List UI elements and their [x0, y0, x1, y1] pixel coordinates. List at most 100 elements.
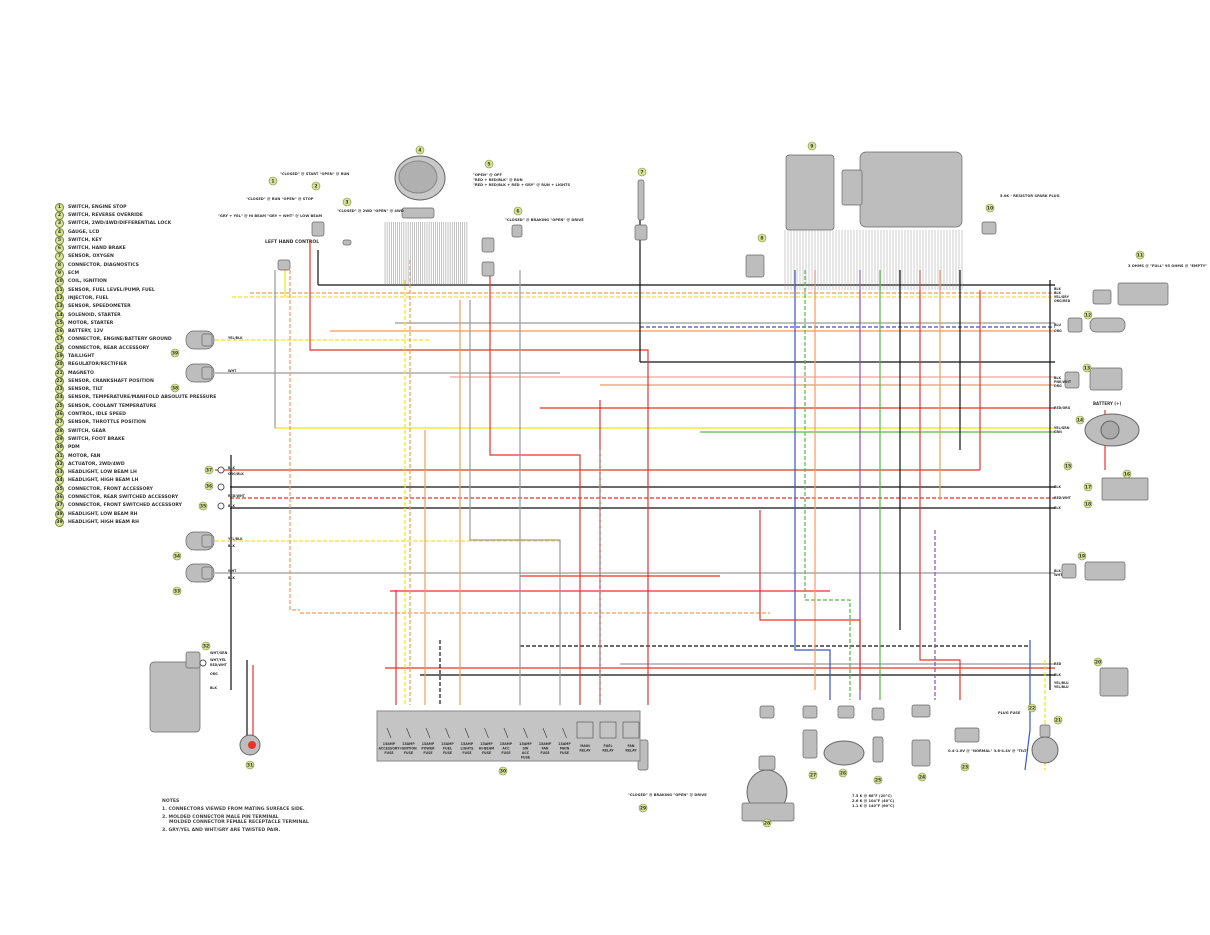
legend-label: CONNECTOR, ENGINE/BATTERY GROUND — [68, 337, 172, 343]
fuse-symbol — [562, 727, 567, 739]
fuse-label: 15AMP — [500, 742, 513, 746]
pdm-body — [376, 710, 641, 762]
handbrake-connector — [511, 224, 523, 238]
components — [149, 151, 1169, 822]
wire-label: BLK — [228, 504, 235, 508]
callout-circle — [484, 159, 494, 169]
callout-circle — [807, 141, 817, 151]
note-1: 1. CONNECTORS VIEWED FROM MATING SURFACE… — [162, 807, 305, 812]
legend-label: SENSOR, OXYGEN — [68, 254, 114, 260]
coolant-connector — [871, 707, 885, 721]
callout-circle — [198, 501, 208, 511]
callout-number: 9 — [810, 144, 813, 150]
relay-label: RELAY — [625, 749, 637, 753]
callout-number: 26 — [840, 771, 846, 777]
legend-number: 10 — [55, 277, 64, 287]
reverse-switch-connector — [311, 221, 325, 237]
legend-label: SENSOR, SPEEDOMETER — [68, 304, 131, 310]
isc-connector — [837, 705, 855, 719]
callout-circle — [172, 586, 182, 596]
callout-number: 31 — [247, 763, 253, 769]
wire-label: ORG — [1054, 329, 1062, 333]
relay-label: FUEL — [604, 744, 613, 748]
fuse-label: FUSE — [560, 751, 569, 755]
callout-number: 37 — [206, 468, 212, 474]
headlight-connector — [201, 333, 213, 347]
callout-number: 28 — [764, 821, 770, 827]
legend-label: CONNECTOR, DIAGNOSTICS — [68, 262, 139, 268]
pdm-fuse-box: 15AMPACCESSORYFUSE15AMPIGNITIONFUSE15AMP… — [376, 710, 641, 762]
callout-number: 14 — [1077, 418, 1083, 424]
actuator-top — [185, 651, 201, 669]
wire-label: BLK — [228, 466, 235, 470]
gear-connector — [759, 705, 775, 719]
callout-circle — [1077, 551, 1087, 561]
fuel-sensor-connector — [1092, 289, 1112, 305]
fuse-label: 15AMP — [519, 742, 532, 746]
wire-label: GRN — [1054, 430, 1062, 434]
callout-circle — [245, 760, 255, 770]
wire-label: BLU — [1054, 323, 1061, 327]
callout-circle — [172, 551, 182, 561]
wire-label: BLK — [228, 544, 235, 548]
relay-label: RELAY — [579, 749, 591, 753]
legend-label: CONNECTOR, REAR ACCESSORY — [68, 345, 150, 351]
accessory-connector-terminal — [199, 659, 207, 667]
oxygen-sensor-connector — [634, 224, 648, 241]
left-hand-control-label: LEFT HAND CONTROL — [265, 239, 319, 245]
wire-label: BLK — [1054, 376, 1061, 380]
wire-label: WHT — [228, 569, 237, 573]
legend-label: SENSOR, TILT — [68, 387, 103, 393]
accessory-connector-terminal — [217, 483, 225, 491]
fuse-symbol — [542, 727, 548, 739]
legend-label: CONTROL, IDLE SPEED — [68, 412, 126, 418]
relay-label: RELAY — [602, 749, 614, 753]
legend-label: SOLENOID, STARTER — [68, 312, 121, 318]
taillight — [1084, 561, 1126, 581]
wire-green — [804, 270, 851, 700]
fuse-label: 15AMP — [422, 742, 435, 746]
legend-label: SWITCH, 2WD/4WD/DIFFERENTIAL LOCK — [68, 221, 172, 227]
switch3-note: "CLOSED" @ 2WD "OPEN" @ 4WD — [337, 209, 404, 213]
idle-speed-control — [823, 740, 865, 766]
callout-circle — [1083, 310, 1093, 320]
legend-label: SENSOR, COOLANT TEMPERATURE — [68, 403, 157, 409]
callout-circle — [1063, 461, 1073, 471]
ecm — [859, 151, 963, 228]
tmap-sensor — [911, 739, 931, 767]
callout-number: 10 — [987, 206, 993, 212]
legend-label: TAILLIGHT — [68, 353, 95, 359]
legend-label: SENSOR, FUEL LEVEL/PUMP, FUEL — [68, 287, 155, 293]
fuse-label: ACCESSORY — [378, 747, 400, 751]
wire-label: ORG — [1054, 384, 1062, 388]
callout-number: 8 — [760, 236, 763, 242]
legend-number: 37 — [55, 501, 64, 511]
callout-number: 16 — [1124, 472, 1130, 478]
callout-number: 5 — [487, 162, 490, 168]
switch1-note-c: "GRY + YEL" @ HI BEAM "GRY + WHT" @ LOW … — [218, 214, 323, 218]
wire-label: WHT — [1054, 573, 1063, 577]
legend-label: MOTOR, STARTER — [68, 320, 114, 326]
fuse-label: 15AMP — [402, 742, 415, 746]
ignition-coil — [981, 221, 997, 235]
plug-fuse-label: PLUG FUSE — [998, 711, 1021, 715]
wire-red — [759, 510, 861, 690]
